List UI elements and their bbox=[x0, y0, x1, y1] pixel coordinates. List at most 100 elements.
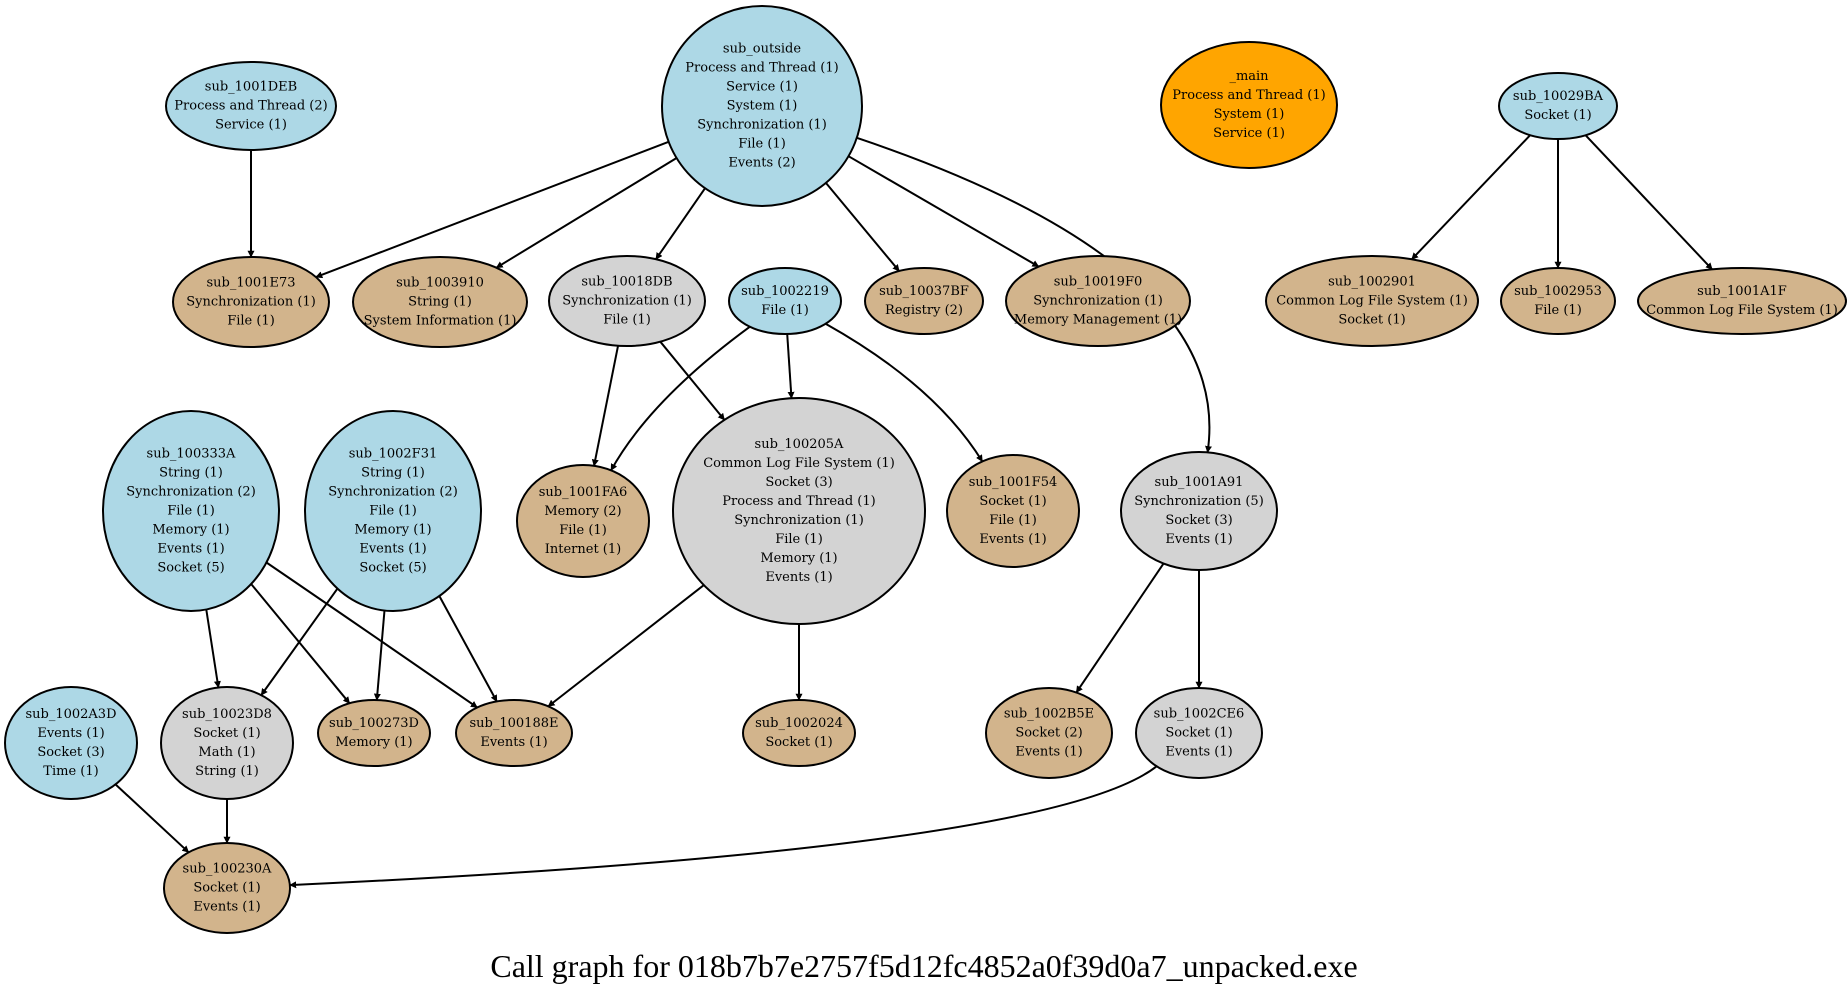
node-name: sub_1001F54 bbox=[969, 475, 1058, 490]
node-api-category: Synchronization (1) bbox=[186, 295, 316, 310]
edge-sub_1001A91-to-sub_1002B5E bbox=[1075, 562, 1165, 694]
node-name: sub_100273D bbox=[329, 716, 419, 731]
node-name: sub_1002024 bbox=[755, 716, 843, 731]
node-api-category: Synchronization (1) bbox=[697, 118, 827, 133]
node-shape bbox=[516, 464, 650, 578]
edge-sub_outside-to-sub_1003910 bbox=[495, 157, 678, 269]
node-api-category: File (1) bbox=[761, 303, 809, 318]
node-api-category: Service (1) bbox=[726, 80, 798, 95]
node-shape bbox=[728, 267, 842, 335]
node-api-category: Socket (1) bbox=[765, 735, 832, 750]
node-api-category: Socket (5) bbox=[157, 561, 224, 576]
node-api-category: Events (1) bbox=[359, 542, 426, 557]
node-shape bbox=[165, 61, 337, 151]
node-name: sub_100205A bbox=[755, 437, 844, 452]
node-api-category: Socket (1) bbox=[193, 881, 260, 896]
edge-sub_1002CE6-to-sub_100230A bbox=[289, 765, 1158, 889]
node-api-category: Socket (5) bbox=[359, 561, 426, 576]
node-api-category: Process and Thread (1) bbox=[1172, 88, 1325, 103]
node-api-category: Events (1) bbox=[193, 900, 260, 915]
node-api-category: Events (1) bbox=[979, 532, 1046, 547]
node-name: sub_1002F31 bbox=[349, 447, 438, 462]
edge-sub_1002219-to-sub_100205A bbox=[786, 333, 795, 399]
node-shape bbox=[304, 410, 482, 612]
node-name: sub_1002A3D bbox=[25, 707, 116, 722]
node-api-category: Events (1) bbox=[1165, 532, 1232, 547]
node-api-category: System Information (1) bbox=[364, 314, 517, 329]
node-api-category: String (1) bbox=[408, 295, 472, 310]
node-api-category: Synchronization (5) bbox=[1134, 494, 1264, 509]
node-shape bbox=[1265, 255, 1479, 347]
node-shape bbox=[1120, 451, 1278, 571]
node-name: sub_1002953 bbox=[1514, 284, 1602, 299]
node-sub_10037BF: sub_10037BF Registry (2) bbox=[864, 267, 984, 335]
node-api-category: Socket (1) bbox=[1524, 108, 1591, 123]
node-shape bbox=[742, 699, 856, 767]
node-api-category: File (1) bbox=[738, 137, 786, 152]
node-api-category: Time (1) bbox=[43, 764, 98, 779]
node-shape bbox=[661, 5, 863, 207]
node-name: sub_10023D8 bbox=[182, 707, 272, 722]
node-api-category: Socket (3) bbox=[765, 475, 832, 490]
node-name: sub_1001E73 bbox=[207, 276, 296, 291]
node-api-category: String (1) bbox=[195, 764, 259, 779]
node-api-category: Memory Management (1) bbox=[1014, 313, 1182, 328]
node-api-category: Events (1) bbox=[765, 570, 832, 585]
node-shape bbox=[163, 842, 291, 934]
node-name: sub_1001A91 bbox=[1155, 475, 1244, 490]
node-shape bbox=[548, 255, 706, 347]
node-shape bbox=[672, 397, 926, 625]
node-api-category: Events (1) bbox=[480, 735, 547, 750]
edge-sub_1002F31-to-sub_100273D bbox=[373, 610, 386, 701]
node-api-category: Socket (1) bbox=[193, 726, 260, 741]
edge-sub_1002219-to-sub_1001F54 bbox=[825, 322, 984, 463]
node-api-category: Memory (1) bbox=[152, 523, 229, 538]
node-name: sub_1002219 bbox=[741, 284, 829, 299]
node-api-category: Synchronization (2) bbox=[126, 485, 256, 500]
node-name: sub_10029BA bbox=[1513, 89, 1604, 104]
node-shape bbox=[352, 256, 528, 348]
node-name: sub_10037BF bbox=[879, 284, 969, 299]
node-api-category: Math (1) bbox=[198, 745, 255, 760]
node-sub_100188E: sub_100188E Events (1) bbox=[455, 699, 573, 767]
node-api-category: Memory (1) bbox=[354, 523, 431, 538]
node-name: sub_100188E bbox=[470, 716, 559, 731]
node-name: sub_outside bbox=[723, 42, 801, 57]
node-api-category: Events (1) bbox=[1015, 745, 1082, 760]
node-api-category: Synchronization (1) bbox=[562, 294, 692, 309]
edge-sub_outside-to-sub_1001E73 bbox=[315, 140, 669, 279]
edges bbox=[114, 134, 1713, 889]
node-name: sub_1002B5E bbox=[1004, 707, 1094, 722]
node-api-category: Memory (1) bbox=[760, 551, 837, 566]
node-shape bbox=[864, 267, 984, 335]
node-api-category: Events (1) bbox=[1165, 745, 1232, 760]
node-shape bbox=[1005, 255, 1191, 347]
node-api-category: Internet (1) bbox=[545, 542, 621, 557]
node-api-category: Socket (1) bbox=[1338, 313, 1405, 328]
node-shape bbox=[1498, 72, 1618, 140]
edge-sub_1002219-to-sub_1001FA6 bbox=[610, 325, 751, 471]
edge-sub_100333A-to-sub_10023D8 bbox=[205, 609, 221, 689]
node-api-category: File (1) bbox=[603, 313, 651, 328]
edge-sub_100333A-to-sub_100188E bbox=[265, 561, 478, 709]
edge-sub_10018DB-to-sub_1001FA6 bbox=[591, 345, 620, 467]
node-api-category: String (1) bbox=[361, 466, 425, 481]
node-api-category: Registry (2) bbox=[885, 303, 963, 318]
node-shape bbox=[1637, 267, 1847, 335]
node-api-category: File (1) bbox=[989, 513, 1037, 528]
edge-sub_1002A3D-to-sub_100230A bbox=[114, 783, 190, 854]
node-api-category: File (1) bbox=[1534, 303, 1582, 318]
